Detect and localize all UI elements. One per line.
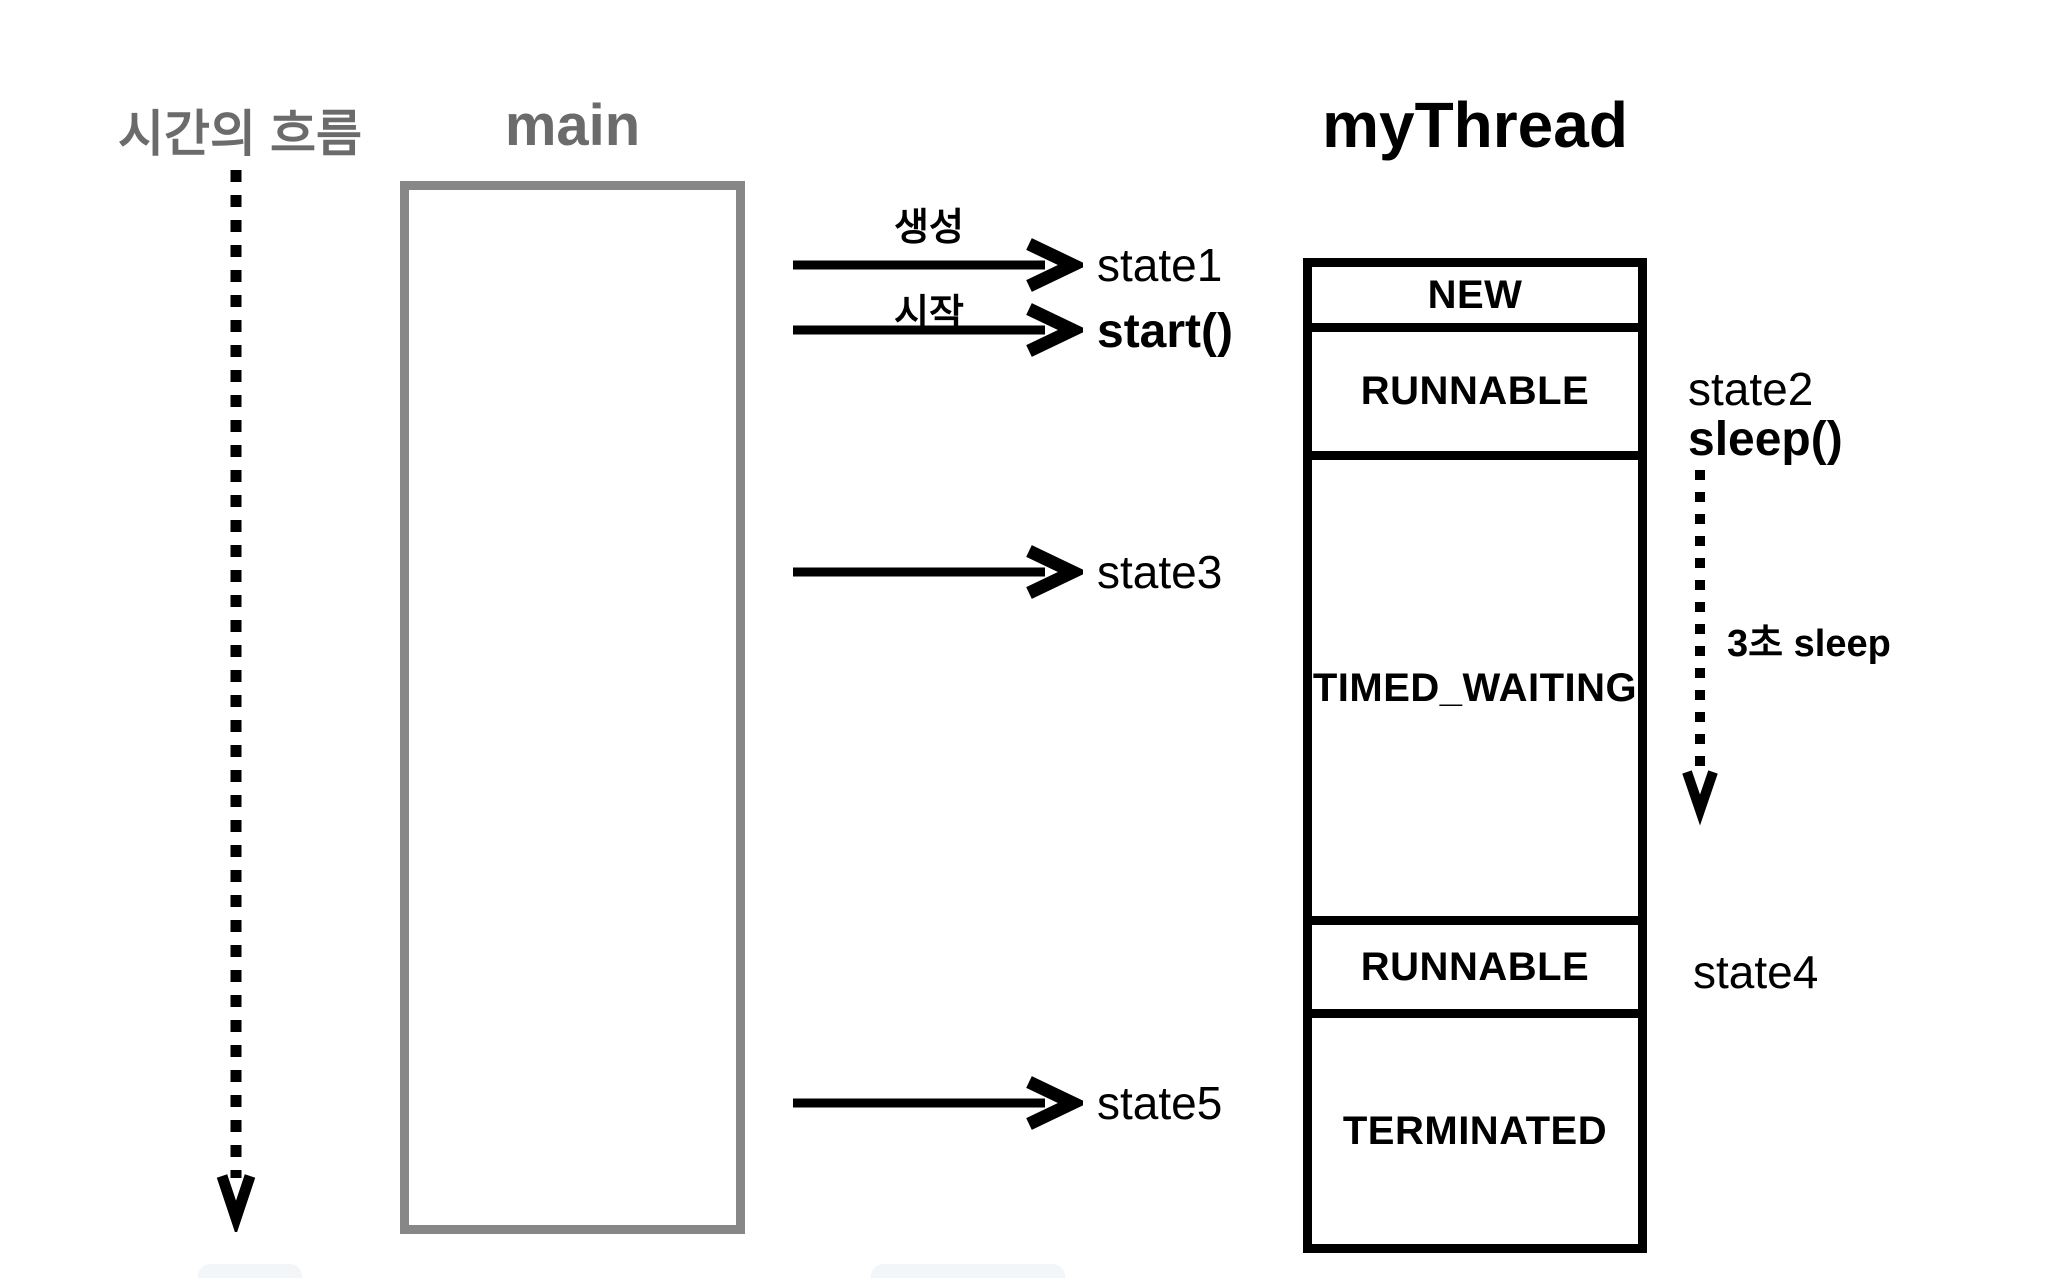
row-divider (1312, 323, 1638, 332)
create-call-label: 생성 (894, 207, 964, 249)
create-arrow-icon (793, 238, 1083, 292)
state-name-label: RUNNABLE (1360, 369, 1590, 413)
state1-label: state1 (1097, 239, 1223, 291)
thread-states-box: NEW RUNNABLE TIMED_WAITING RUNNABLE TERM… (1303, 258, 1647, 1253)
state-name-label: NEW (1427, 272, 1523, 317)
state-name-label: TIMED_WAITING (1312, 665, 1638, 710)
start-method-label: start() (1097, 305, 1234, 358)
state-name-label: TERMINATED (1342, 1108, 1608, 1153)
row-divider (1312, 1009, 1638, 1018)
sleep-duration-label: 3초 sleep (1727, 623, 1891, 665)
thread-state-row-runnable-1: RUNNABLE (1312, 332, 1638, 451)
sleep-method-label: sleep() (1688, 413, 1843, 466)
thread-state-row-timed-waiting: TIMED_WAITING (1312, 460, 1638, 916)
thread-state-row-new: NEW (1312, 267, 1638, 323)
timeline-label: 시간의 흐름 (118, 106, 362, 162)
main-box-label: main (504, 93, 641, 158)
mythread-title: myThread (1322, 89, 1628, 161)
row-divider (1312, 451, 1638, 460)
thread-state-row-terminated: TERMINATED (1312, 1018, 1638, 1244)
time-flow-arrow-icon (216, 170, 256, 1232)
state3-arrow-icon (793, 545, 1083, 599)
thread-state-row-runnable-2: RUNNABLE (1312, 925, 1638, 1009)
state5-arrow-icon (793, 1076, 1083, 1130)
main-lifeline-box (400, 181, 745, 1234)
state5-label: state5 (1097, 1077, 1223, 1129)
sleep-duration-arrow-icon (1682, 470, 1718, 826)
bottom-remnant-left (198, 1264, 302, 1278)
state-name-label: RUNNABLE (1360, 944, 1590, 989)
state2-label: state2 (1688, 363, 1814, 415)
start-arrow-icon (793, 303, 1083, 357)
bottom-remnant-right (871, 1264, 1065, 1278)
row-divider (1312, 916, 1638, 925)
state4-label: state4 (1693, 946, 1819, 998)
state3-label: state3 (1097, 546, 1223, 598)
